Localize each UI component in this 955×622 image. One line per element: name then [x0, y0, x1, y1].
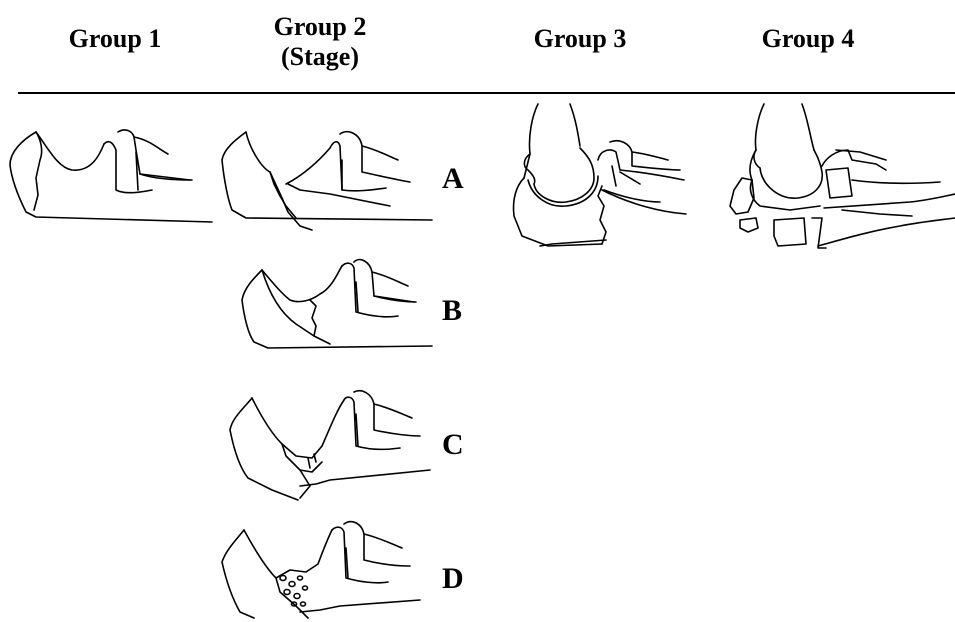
group-2-stage-a-illustration	[222, 132, 432, 230]
stage-label-a: A	[442, 164, 464, 194]
stage-label-b: B	[442, 296, 462, 326]
group-2-stage-b-illustration	[242, 260, 432, 348]
group-4-illustration	[730, 104, 955, 248]
group-2-stage-d-illustration	[222, 522, 420, 618]
group-3-illustration	[513, 104, 686, 246]
group-2-stage-c-illustration	[230, 391, 430, 500]
stage-label-c: C	[442, 430, 464, 460]
stage-label-d: D	[442, 564, 464, 594]
group-1-illustration	[10, 130, 212, 222]
